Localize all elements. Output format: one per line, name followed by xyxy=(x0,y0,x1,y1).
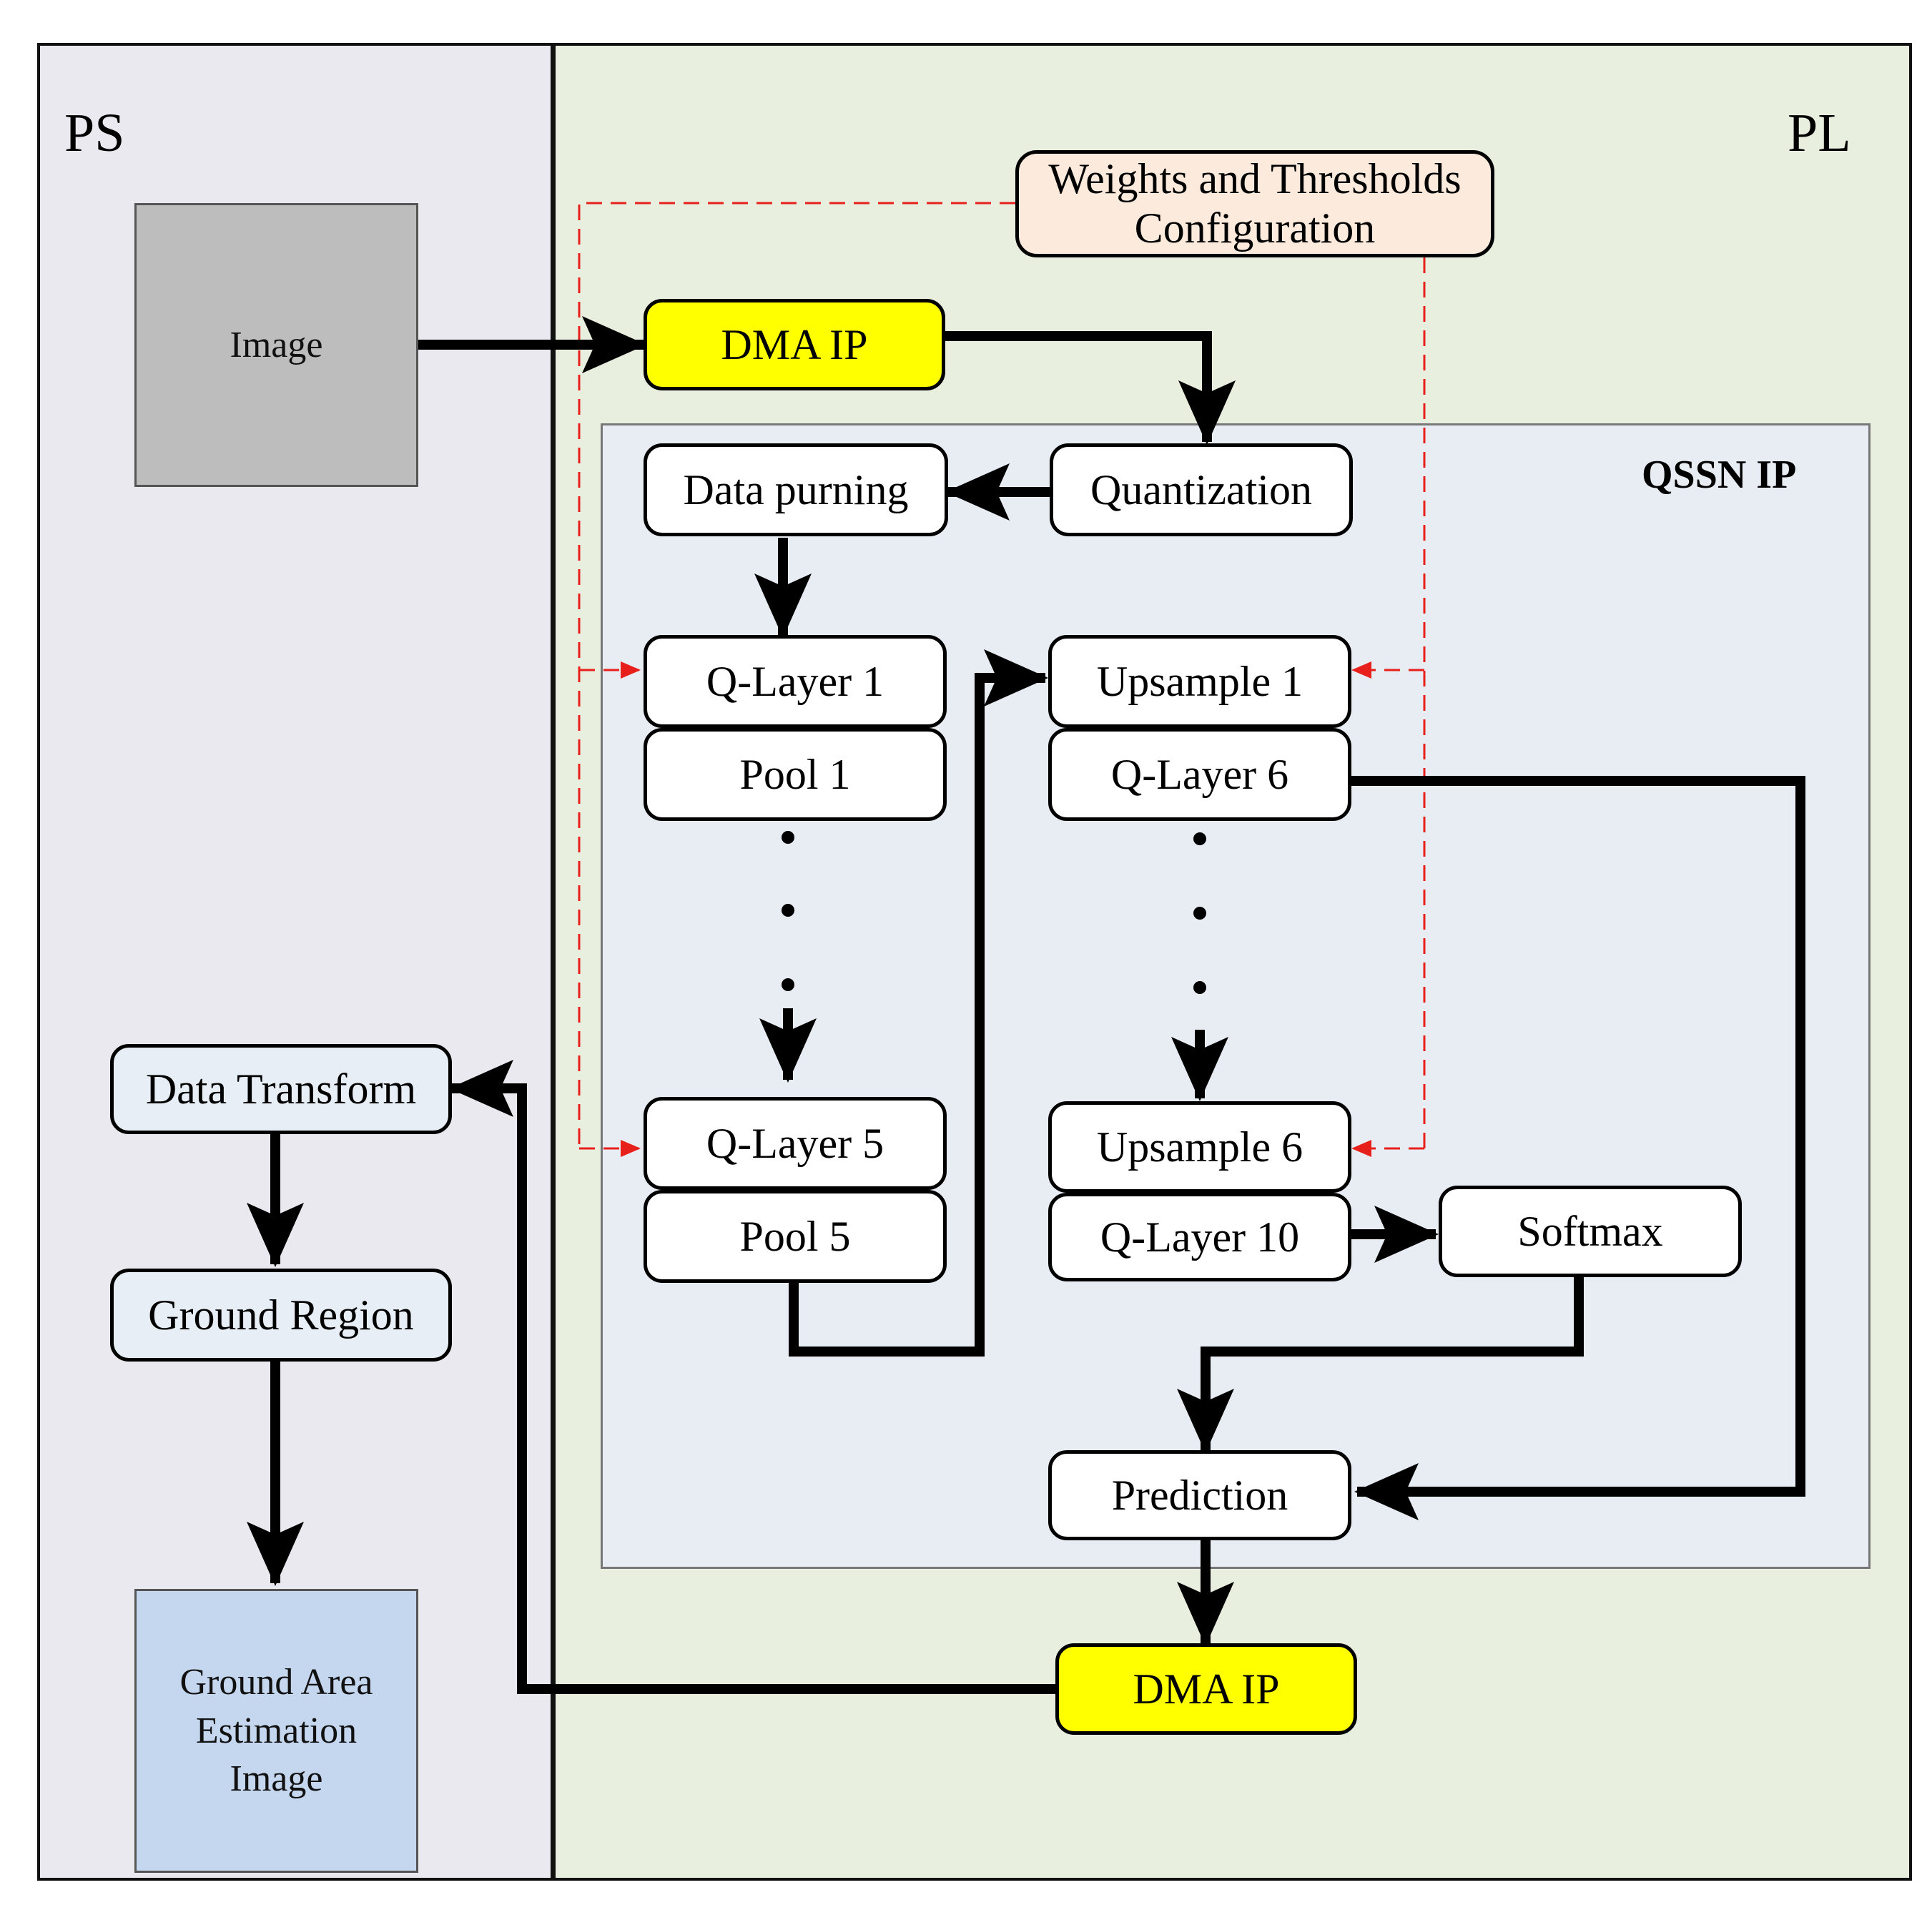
data-transform-block: Data Transform xyxy=(110,1044,452,1134)
ellipsis-dot-left-3 xyxy=(782,978,794,991)
pl-label: PL xyxy=(1788,103,1851,163)
ellipsis-dot-left-1 xyxy=(782,831,794,844)
q-layer-6-block: Q-Layer 6 xyxy=(1048,728,1351,821)
arrow-dma-to-data-transform xyxy=(449,1060,1055,1694)
weights-thresholds-config-block: Weights and Thresholds Configuration xyxy=(1015,150,1494,257)
ps-label: PS xyxy=(64,103,125,163)
ground-region-block: Ground Region xyxy=(110,1269,452,1362)
qssn-ip-region xyxy=(601,423,1871,1569)
softmax-block: Softmax xyxy=(1439,1186,1742,1277)
pool-5-block: Pool 5 xyxy=(644,1190,947,1283)
q-layer-5-block: Q-Layer 5 xyxy=(644,1097,947,1190)
ellipsis-dot-right-3 xyxy=(1193,981,1206,994)
arrow-pool5-to-upsample1 xyxy=(789,649,1048,1357)
pool-1-block: Pool 1 xyxy=(644,728,947,821)
quantization-block: Quantization xyxy=(1050,443,1353,536)
prediction-block: Prediction xyxy=(1048,1450,1351,1540)
image-block: Image xyxy=(134,203,418,487)
ground-area-estimation-image-block: Ground Area Estimation Image xyxy=(134,1589,418,1873)
arrow-dma-to-quantization xyxy=(945,331,1236,445)
data-purning-block: Data purning xyxy=(644,443,948,536)
dma-ip-input-block: DMA IP xyxy=(644,299,945,390)
q-layer-10-block: Q-Layer 10 xyxy=(1048,1193,1351,1281)
ellipsis-dot-right-2 xyxy=(1193,907,1206,920)
upsample-1-block: Upsample 1 xyxy=(1048,635,1351,728)
ellipsis-dot-left-2 xyxy=(782,904,794,917)
arrow-softmax-to-prediction xyxy=(1177,1274,1584,1453)
upsample-6-block: Upsample 6 xyxy=(1048,1101,1351,1193)
ellipsis-dot-right-1 xyxy=(1193,832,1206,845)
dma-ip-output-block: DMA IP xyxy=(1055,1643,1357,1735)
q-layer-1-block: Q-Layer 1 xyxy=(644,635,947,728)
arrow-qlayer6-to-prediction xyxy=(1351,776,1805,1520)
qssn-ip-label: QSSN IP xyxy=(1642,453,1797,497)
